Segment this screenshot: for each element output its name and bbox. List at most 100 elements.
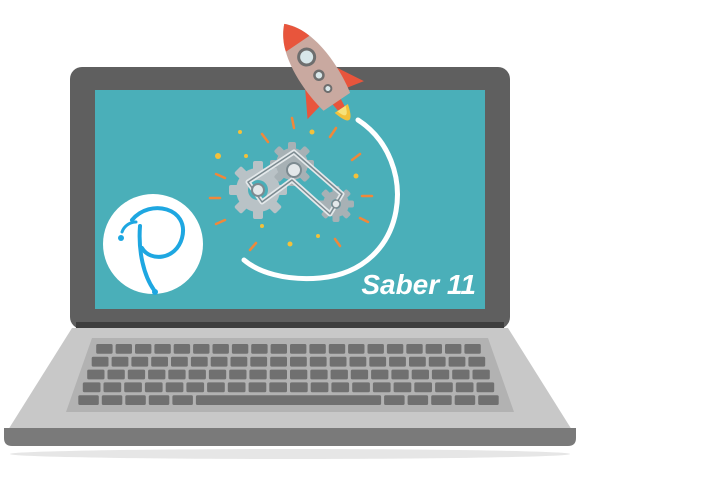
keyboard-key — [248, 382, 267, 393]
keyboard-key — [250, 356, 268, 367]
keyboard-key — [172, 395, 193, 405]
keyboard-key — [101, 395, 123, 405]
keyboard-key — [230, 356, 248, 367]
keyboard-key — [131, 356, 149, 367]
screen-caption: Saber 11 — [361, 269, 476, 300]
keyboard-key — [87, 369, 105, 380]
keyboard-key — [352, 382, 370, 393]
keyboard-key — [476, 382, 495, 393]
orbit-arc — [241, 117, 400, 282]
keyboard-key — [96, 344, 113, 354]
keyboard-key — [367, 344, 384, 354]
keyboard-key — [435, 382, 453, 393]
keyboard-key — [103, 382, 122, 393]
laptop-hinge — [76, 322, 504, 330]
keyboard-key — [350, 369, 369, 380]
keyboard-key — [455, 382, 474, 393]
keyboard-key — [125, 395, 146, 405]
gears-icon — [229, 142, 354, 222]
keyboard-key — [310, 382, 329, 393]
keyboard-key — [111, 356, 129, 367]
keyboard-key — [127, 369, 146, 380]
keyboard-key — [188, 369, 206, 380]
keyboard-key — [135, 344, 152, 354]
keyboard-key — [329, 356, 347, 367]
keyboard-key — [309, 356, 327, 367]
keyboard-key — [151, 356, 168, 367]
keyboard-key — [478, 395, 499, 405]
keyboard-key — [269, 382, 287, 393]
keyboard-key — [407, 395, 429, 405]
keyboard-key — [369, 356, 387, 367]
keyboard-key — [372, 382, 391, 393]
keyboard-key — [91, 356, 109, 367]
keyboard-key — [452, 369, 470, 380]
keyboard-key — [406, 344, 423, 354]
keyboard-key — [154, 344, 171, 354]
keyboard-key — [445, 344, 462, 354]
keyboard-key — [389, 356, 406, 367]
rocket-icon — [283, 23, 364, 121]
keyboard-key — [431, 369, 450, 380]
keyboard-key — [411, 369, 429, 380]
keyboard-key — [173, 344, 191, 354]
keyboard-key — [371, 369, 389, 380]
keyboard — [78, 344, 499, 405]
keyboard-key — [171, 356, 188, 367]
keyboard-key — [290, 369, 308, 380]
keyboard-key — [124, 382, 142, 393]
laptop-shadow — [10, 449, 570, 459]
keyboard-key — [290, 356, 307, 367]
keyboard-key — [78, 395, 99, 405]
keyboard-key — [251, 344, 268, 354]
keyboard-key — [330, 369, 348, 380]
keyboard-key — [229, 369, 247, 380]
keyboard-key — [115, 344, 132, 354]
keyboard-key — [227, 382, 246, 393]
keyboard-key — [425, 344, 442, 354]
keyboard-key — [144, 382, 163, 393]
keyboard-key — [448, 356, 466, 367]
keyboard-key — [210, 356, 228, 367]
keyboard-key — [270, 344, 287, 354]
keyboard-key — [193, 344, 210, 354]
keyboard-key — [290, 344, 307, 354]
keyboard-key — [309, 344, 326, 354]
keyboard-key — [249, 369, 267, 380]
keyboard-key — [348, 344, 365, 354]
keyboard-key — [148, 395, 170, 405]
keyboard-key — [208, 369, 227, 380]
sparkle-rays — [208, 116, 374, 252]
keyboard-key — [290, 382, 308, 393]
keyboard-key — [186, 382, 205, 393]
sparkle-stars — [215, 129, 359, 247]
keyboard-key — [393, 382, 412, 393]
keyboard-key — [168, 369, 186, 380]
keyboard-key — [269, 369, 287, 380]
keyboard-key — [190, 356, 208, 367]
keyboard-key — [391, 369, 409, 380]
keyboard-key — [414, 382, 432, 393]
spacebar-key — [195, 395, 382, 405]
keyboard-key — [107, 369, 125, 380]
keyboard-key — [384, 395, 405, 405]
keyboard-key — [464, 344, 481, 354]
keyboard-key — [82, 382, 101, 393]
keyboard-key — [212, 344, 229, 354]
keyboard-key — [270, 356, 287, 367]
keyboard-key — [386, 344, 404, 354]
laptop-base-front — [4, 428, 576, 446]
keyboard-key — [454, 395, 476, 405]
keyboard-key — [165, 382, 184, 393]
keyboard-key — [231, 344, 249, 354]
keyboard-key — [331, 382, 350, 393]
p-logo-icon — [103, 194, 203, 295]
keyboard-key — [349, 356, 367, 367]
keyboard-key — [310, 369, 328, 380]
keyboard-key — [328, 344, 346, 354]
keyboard-key — [148, 369, 166, 380]
keyboard-key — [409, 356, 426, 367]
keyboard-key — [468, 356, 486, 367]
keyboard-key — [472, 369, 490, 380]
